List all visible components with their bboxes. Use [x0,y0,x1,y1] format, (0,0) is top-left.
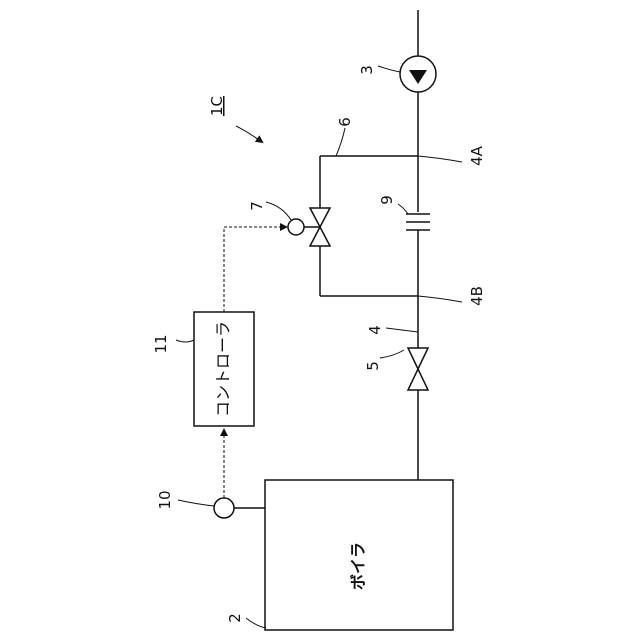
svg-text:2: 2 [226,613,244,623]
svg-text:3: 3 [358,65,376,75]
svg-text:コントローラ: コントローラ [214,321,233,417]
controller: コントローラ 11 [152,312,254,426]
orifice: 9 [378,195,430,230]
svg-text:ボイラ: ボイラ [349,542,368,590]
svg-text:6: 6 [336,117,354,127]
bypass-pipe: 6 [320,117,418,296]
svg-text:4A: 4A [468,145,486,166]
svg-text:4: 4 [366,325,384,335]
main-pipe-label: 4 [366,325,418,335]
branch-point-a: 4A [418,145,486,166]
svg-text:5: 5 [364,361,382,371]
control-valve: 7 [248,201,330,246]
svg-text:7: 7 [248,201,266,211]
svg-text:11: 11 [152,334,170,353]
svg-text:10: 10 [156,490,174,509]
branch-point-b: 4B [418,286,486,306]
svg-text:9: 9 [378,195,396,205]
pump: 3 [358,56,436,92]
sensor: 10 [156,490,265,518]
figure-label: 1C [208,96,262,142]
svg-text:4B: 4B [468,286,486,306]
svg-text:1C: 1C [208,96,226,116]
signal-line-to-valve [224,227,286,312]
boiler: ボイラ 2 [226,480,453,630]
main-valve: 5 [364,348,428,390]
